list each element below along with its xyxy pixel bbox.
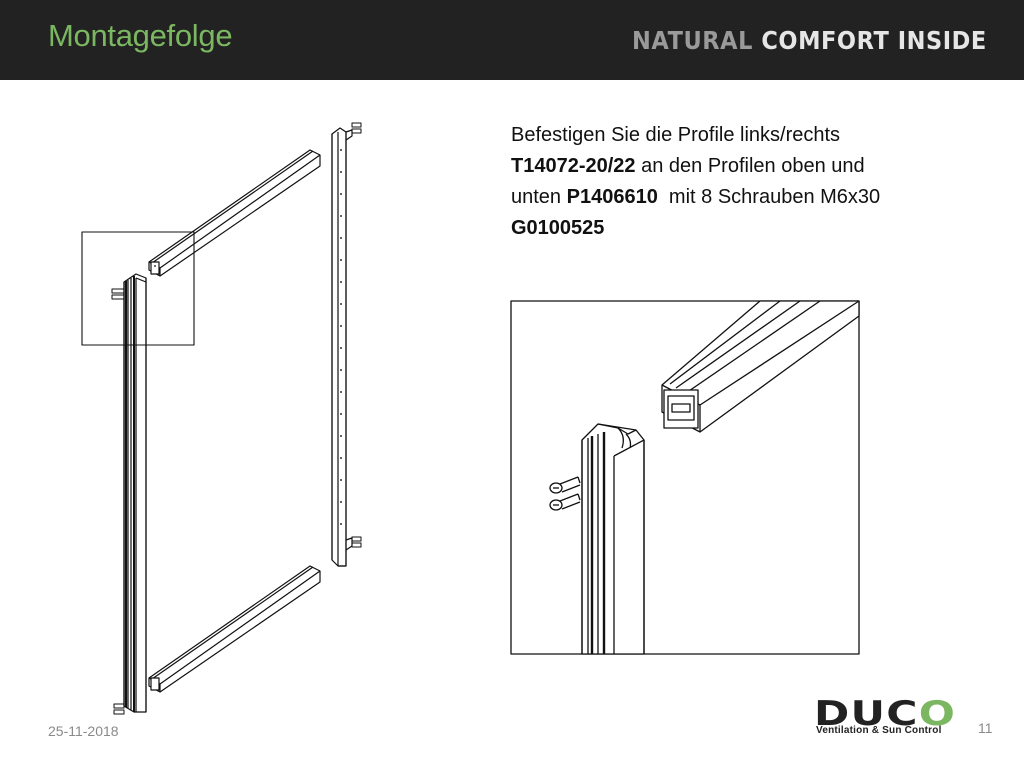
logo-wordmark-end: O	[918, 694, 957, 734]
profile-bottom-icon	[148, 565, 321, 693]
code-profile-side: T14072-20/22	[511, 155, 636, 177]
footer-date: 25-11-2018	[48, 723, 119, 739]
code-profile-topbottom: P1406610	[566, 186, 658, 208]
screw-detail-icon	[549, 476, 581, 511]
instruction-line-1: Befestigen Sie die Profile links/rechts	[511, 124, 841, 146]
instruction-line-3: unten P1406610 mit 8 Schrauben M6x30	[511, 182, 971, 213]
instruction-line-4: G0100525	[511, 213, 971, 244]
profile-left-icon	[123, 273, 147, 713]
page-number: 11	[978, 720, 993, 736]
profile-top-icon	[148, 149, 321, 277]
tagline-comfort-inside: COMFORT INSIDE	[761, 26, 987, 55]
detail-view	[510, 300, 860, 655]
logo-wordmark: DUCO	[814, 694, 956, 734]
code-screw: G0100525	[511, 217, 605, 239]
profile-right-icon	[331, 127, 353, 567]
instruction-line-3-start: unten	[511, 186, 567, 208]
screw-icon	[111, 122, 362, 715]
instruction-text: Befestigen Sie die Profile links/rechts …	[511, 120, 971, 244]
duco-logo: DUCO Ventilation & Sun Control	[812, 694, 955, 740]
tagline: NATURAL COMFORT INSIDE	[632, 26, 987, 55]
instruction-line-2-rest: an den Profilen oben und	[635, 155, 865, 177]
logo-subtitle: Ventilation & Sun Control	[816, 725, 942, 736]
instruction-line-2: T14072-20/22 an den Profilen oben und	[511, 151, 971, 182]
page-title: Montagefolge	[48, 18, 233, 53]
tagline-natural: NATURAL	[632, 26, 753, 55]
header-bar: Montagefolge NATURAL COMFORT INSIDE	[0, 0, 1024, 80]
logo-wordmark-start: DUC	[814, 694, 919, 734]
instruction-line-3-rest: mit 8 Schrauben M6x30	[657, 186, 881, 208]
